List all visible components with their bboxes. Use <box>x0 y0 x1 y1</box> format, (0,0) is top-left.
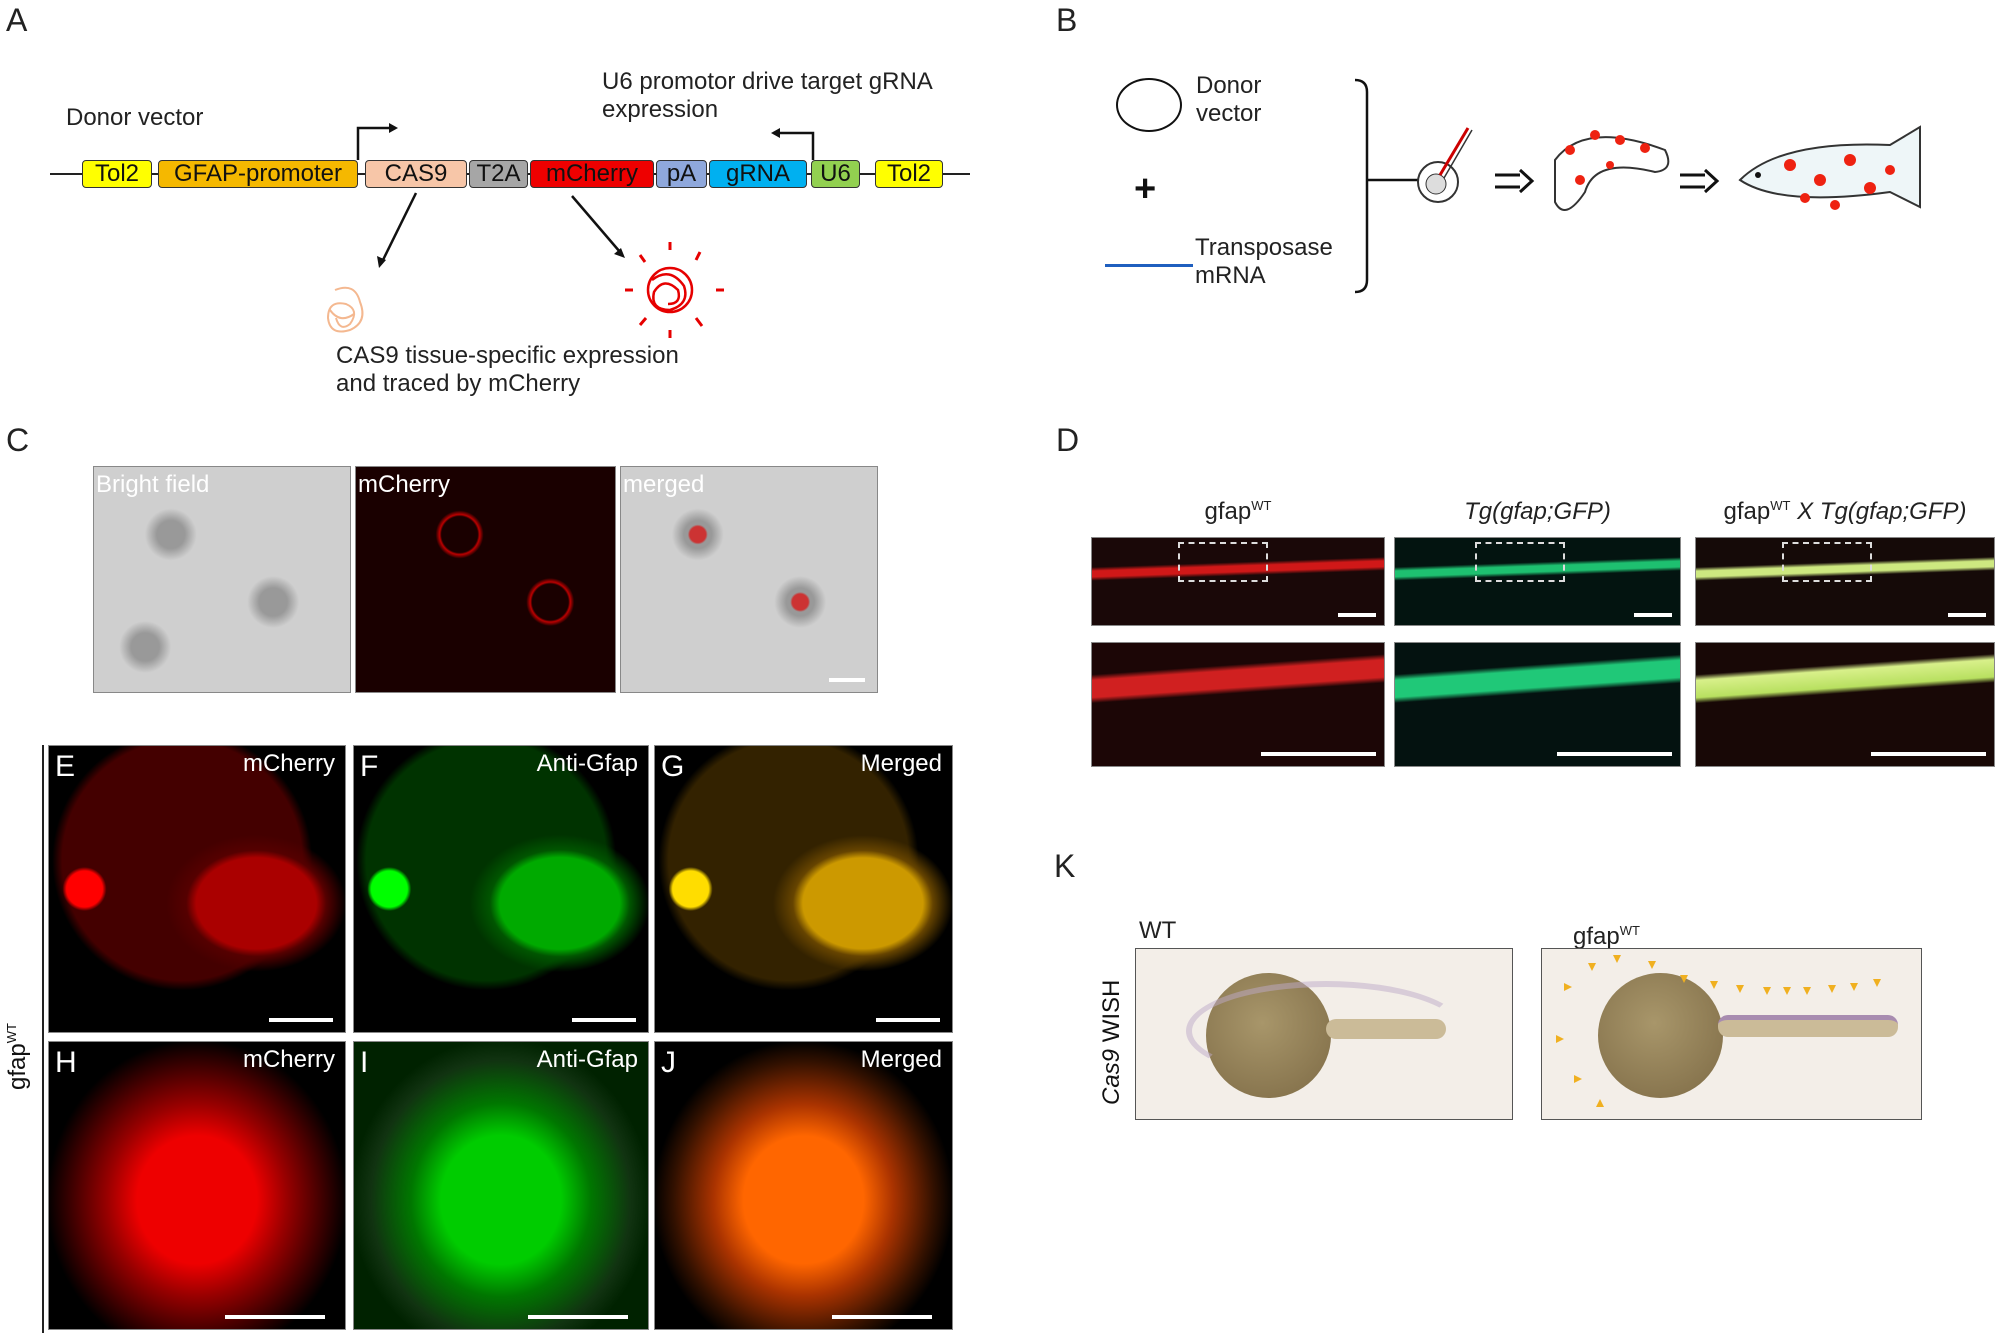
row-divider <box>42 745 44 1333</box>
image-mcherry: mCherry <box>355 466 616 693</box>
image-k-wt <box>1135 948 1513 1120</box>
u6-note: U6 promotor drive target gRNA expression <box>602 68 932 123</box>
panel-label-a: A <box>6 2 28 38</box>
arrowheads-icon <box>1556 955 1881 1107</box>
injection-schematic <box>1354 78 1921 294</box>
cas9-wish-label: Cas9 WISH <box>1098 979 1125 1105</box>
image-d-green-top <box>1394 537 1681 626</box>
image-d-green-zoom <box>1394 642 1681 767</box>
segment-t2a: T2A <box>469 160 528 188</box>
segment-mcherry: mCherry <box>530 160 654 188</box>
image-bright-field: Bright field <box>93 466 351 693</box>
row-label-gfap-wt: gfapWT <box>4 1023 31 1090</box>
panel-a-arrows <box>326 123 815 338</box>
plus-sign: + <box>1134 168 1157 210</box>
segment-cas9: CAS9 <box>365 160 467 188</box>
k-gfap-label: gfapWT <box>1573 923 1640 950</box>
panel-a-caption-1: CAS9 tissue-specific expression <box>336 342 679 369</box>
segment-gfap-promoter: GFAP-promoter <box>158 160 358 188</box>
image-d-red-zoom <box>1091 642 1385 767</box>
image-d-red-top <box>1091 537 1385 626</box>
title-tg-gfap-gfp: Tg(gfap;GFP) <box>1464 498 1611 525</box>
donor-label: Donor vector <box>1196 72 1262 127</box>
segment-tol2-right: Tol2 <box>875 160 943 188</box>
panel-a-caption-2: and traced by mCherry <box>336 370 581 397</box>
image-d-merged-top <box>1695 537 1995 626</box>
image-merged: merged <box>620 466 878 693</box>
segment-u6: U6 <box>811 160 860 188</box>
panel-label-k: K <box>1054 848 1076 884</box>
segment-pa: pA <box>656 160 707 188</box>
title-cross: gfapWT X Tg(gfap;GFP) <box>1723 498 1967 525</box>
panel-label-c: C <box>6 422 30 458</box>
image-k-gfap-wt <box>1541 948 1922 1120</box>
segment-tol2: Tol2 <box>82 160 152 188</box>
segment-grna: gRNA <box>709 160 807 188</box>
mrna-line-icon <box>1105 264 1193 267</box>
panel-label-b: B <box>1056 2 1078 38</box>
title-gfap-wt: gfapWT <box>1204 498 1272 525</box>
image-d-merged-zoom <box>1695 642 1995 767</box>
donor-vector-title: Donor vector <box>66 104 204 131</box>
k-wt-label: WT <box>1139 917 1177 944</box>
transposase-label: Transposase mRNA <box>1195 234 1333 289</box>
donor-plasmid-icon <box>1116 78 1182 132</box>
panel-label-d: D <box>1056 422 1080 458</box>
